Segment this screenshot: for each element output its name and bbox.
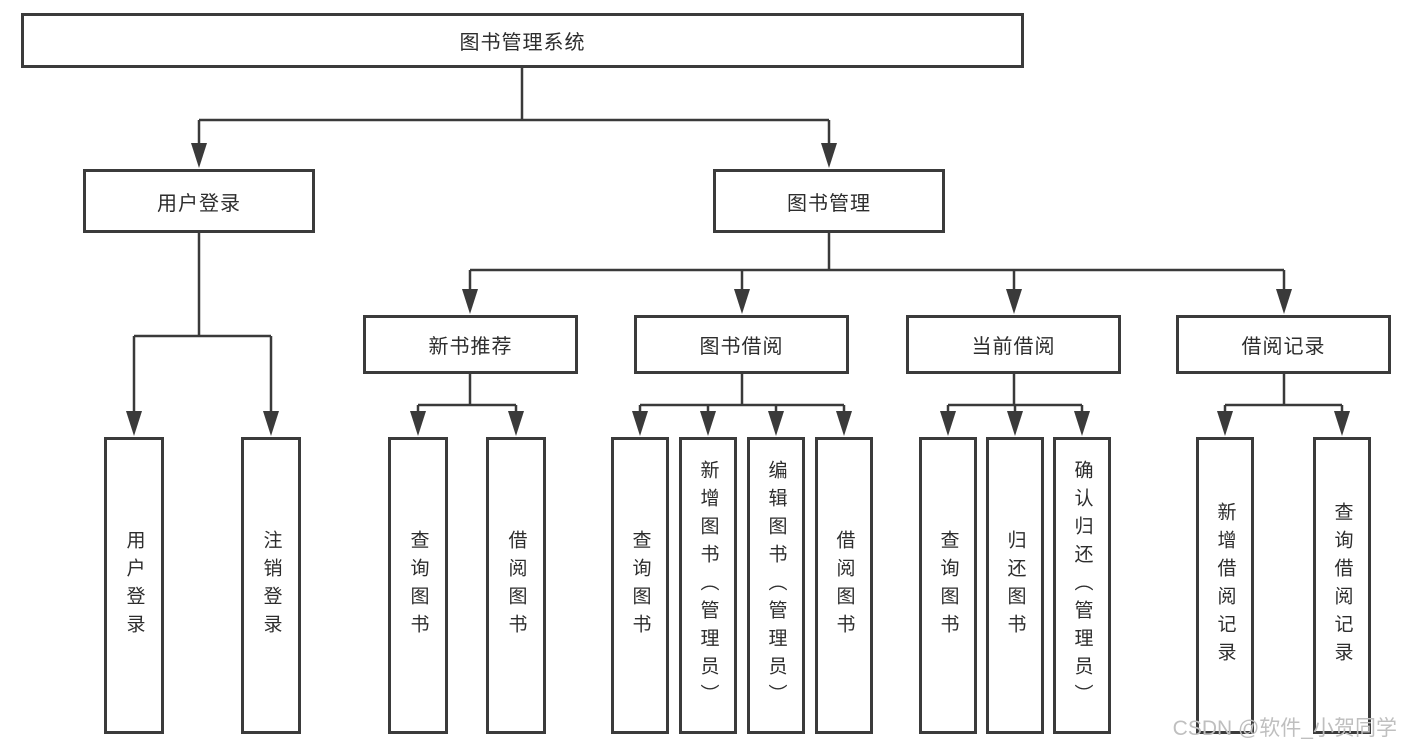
node-book-borrow: 图书借阅 xyxy=(634,315,849,374)
node-book-management-branch: 图书管理 xyxy=(713,169,945,233)
node-label: 用户登录 xyxy=(157,192,241,215)
node-label: 编辑图书（管理员） xyxy=(765,459,787,712)
node-label: 归还图书 xyxy=(1004,529,1026,642)
leaf-borrow-books-recommend: 借阅图书 xyxy=(486,437,546,734)
node-label: 图书借阅 xyxy=(699,336,784,358)
node-label: 查询图书 xyxy=(407,529,429,642)
node-label: 确认归还（管理员） xyxy=(1071,459,1093,712)
leaf-logout: 注销登录 xyxy=(241,437,301,734)
leaf-query-books-borrow: 查询图书 xyxy=(611,437,669,734)
node-label: 借阅图书 xyxy=(833,529,855,642)
node-user-login-branch: 用户登录 xyxy=(83,169,315,233)
leaf-query-borrow-record: 查询借阅记录 xyxy=(1313,437,1371,734)
leaf-query-books-current: 查询图书 xyxy=(919,437,977,734)
leaf-add-books-admin: 新增图书（管理员） xyxy=(679,437,737,734)
node-label: 借阅图书 xyxy=(505,529,527,642)
leaf-add-borrow-record: 新增借阅记录 xyxy=(1196,437,1254,734)
node-label: 当前借阅 xyxy=(971,336,1056,358)
node-borrow-records: 借阅记录 xyxy=(1176,315,1391,374)
leaf-edit-books-admin: 编辑图书（管理员） xyxy=(747,437,805,734)
leaf-return-books: 归还图书 xyxy=(986,437,1044,734)
node-current-borrow: 当前借阅 xyxy=(906,315,1121,374)
csdn-watermark: CSDN @软件_小贺同学 xyxy=(1172,717,1397,740)
leaf-user-login: 用户登录 xyxy=(104,437,164,734)
node-label: 用户登录 xyxy=(123,529,145,642)
node-label: 查询图书 xyxy=(629,529,651,642)
leaf-borrow-books: 借阅图书 xyxy=(815,437,873,734)
node-new-book-recommend: 新书推荐 xyxy=(363,315,578,374)
node-label: 查询图书 xyxy=(937,529,959,642)
node-root-system: 图书管理系统 xyxy=(21,13,1024,68)
node-label: 借阅记录 xyxy=(1241,336,1326,358)
node-label: 查询借阅记录 xyxy=(1331,501,1353,670)
leaf-confirm-return-admin: 确认归还（管理员） xyxy=(1053,437,1111,734)
node-label: 图书管理 xyxy=(787,192,871,215)
node-label: 新增图书（管理员） xyxy=(697,459,719,712)
leaf-query-books-recommend: 查询图书 xyxy=(388,437,448,734)
node-label: 注销登录 xyxy=(260,529,282,642)
node-label: 新增借阅记录 xyxy=(1214,501,1236,670)
node-label: 新书推荐 xyxy=(428,336,513,358)
node-label: 图书管理系统 xyxy=(459,32,586,54)
